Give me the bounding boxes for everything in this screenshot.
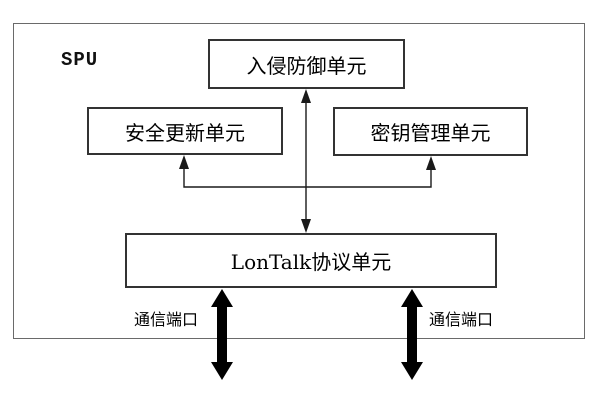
spu-outer-frame [13, 23, 585, 339]
communication-port-label-right: 通信端口 [428, 310, 493, 329]
lontalk-protocol-unit-box: LonTalk协议单元 [125, 233, 497, 288]
security-update-unit-box: 安全更新单元 [87, 107, 283, 155]
key-management-unit-label: 密钥管理单元 [370, 121, 491, 145]
communication-port-label-left: 通信端口 [133, 310, 198, 329]
intrusion-prevention-unit-box: 入侵防御单元 [208, 39, 405, 89]
spu-system-label: SPU [61, 49, 99, 71]
intrusion-prevention-unit-label: 入侵防御单元 [246, 53, 367, 78]
key-management-unit-box: 密钥管理单元 [333, 107, 528, 156]
lontalk-protocol-unit-label: LonTalk协议单元 [230, 250, 392, 274]
security-update-unit-label: 安全更新单元 [125, 120, 245, 145]
